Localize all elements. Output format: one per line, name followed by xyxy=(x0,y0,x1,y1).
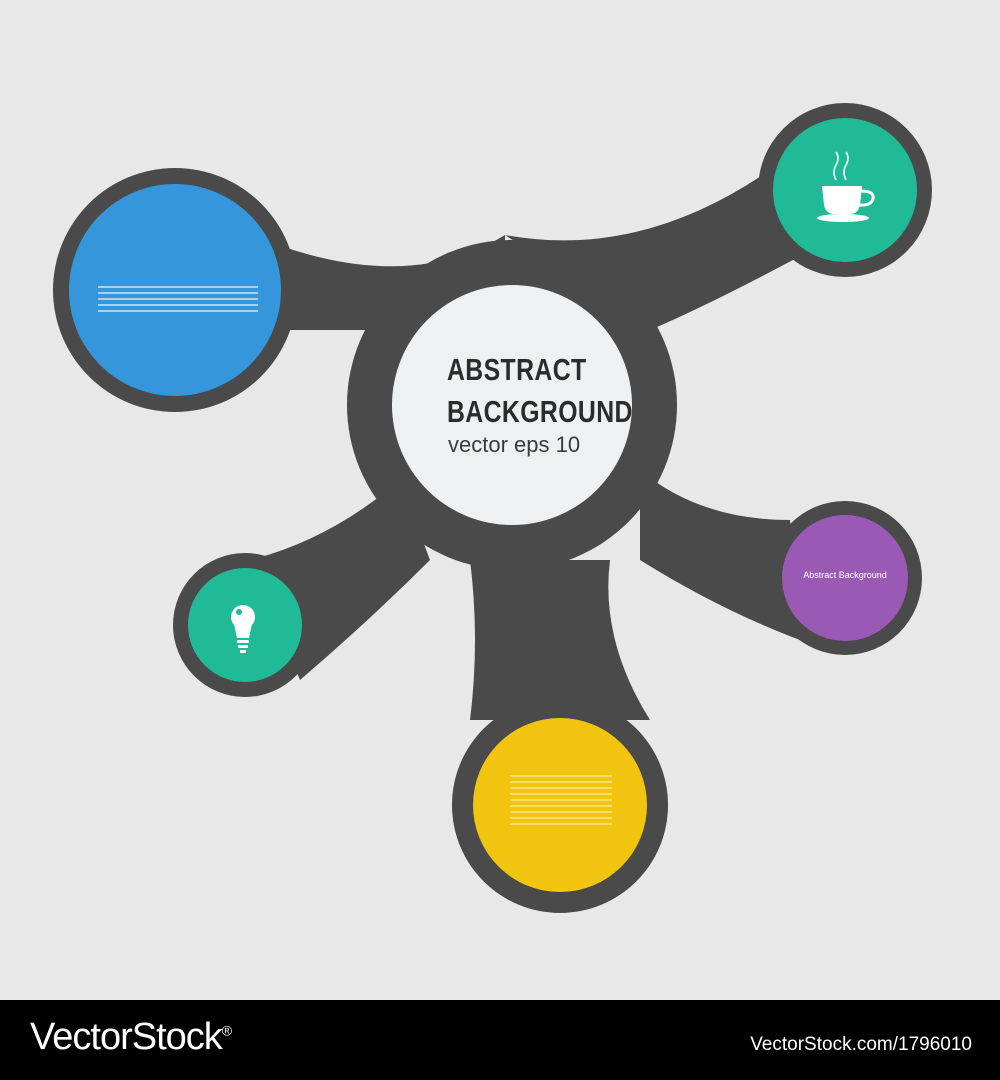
brand-logo: VectorStock® xyxy=(30,1016,232,1059)
hub-circle xyxy=(392,285,632,525)
hub-title-line1: ABSTRACT xyxy=(447,352,587,387)
blue-text-lines xyxy=(98,286,258,312)
lightbulb-icon xyxy=(231,605,255,653)
yellow-text-lines xyxy=(510,775,612,825)
purple-circle xyxy=(782,515,908,641)
footer-bar: VectorStock® VectorStock.com/1796010 xyxy=(0,1000,1000,1080)
registered-mark: ® xyxy=(221,1022,232,1039)
purple-node-label: Abstract Background xyxy=(803,570,887,580)
coffee-cup-icon xyxy=(817,151,875,222)
image-url: VectorStock.com/1796010 xyxy=(750,1034,972,1055)
yellow-circle xyxy=(473,718,647,892)
blue-circle xyxy=(69,184,281,396)
metaball-diagram xyxy=(53,103,932,913)
hub-title-line2: BACKGROUND xyxy=(447,394,633,429)
hub-subtitle: vector eps 10 xyxy=(448,432,581,457)
brand-name: VectorStock xyxy=(30,1016,223,1058)
